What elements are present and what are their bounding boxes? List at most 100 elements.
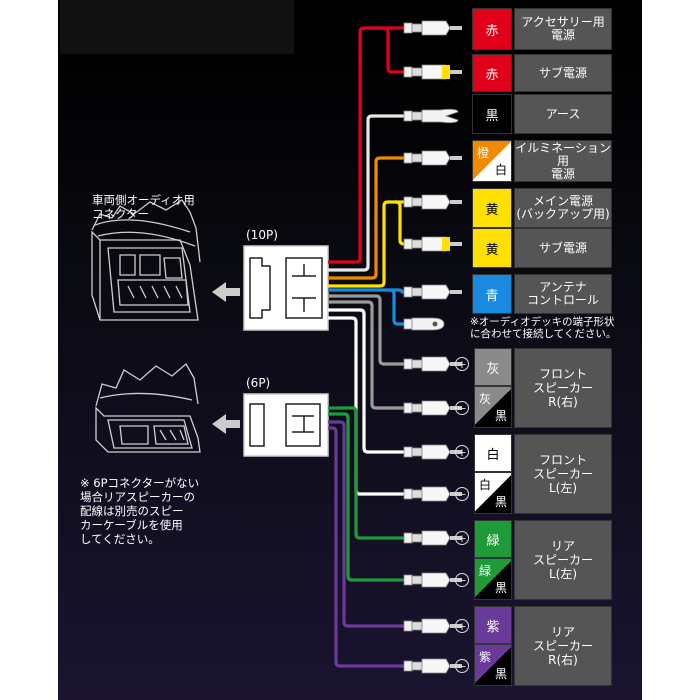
plus-sign-icon: + [455,531,469,545]
color-cell: 赤 [472,8,512,50]
speaker-minus-color-cell: 灰黒 [474,386,512,428]
color-label-2: 黒 [494,495,507,509]
note-6p: ※ 6Pコネクターがない 場合リアスピーカーの 配線は別売のスピー カーケーブル… [80,476,200,546]
wire-red-acc [328,26,404,264]
wire-blue-antenna [328,288,404,294]
svg-text:−: − [457,402,466,415]
antenna-ring-terminal-icon [403,317,445,331]
speaker-terminal-2 [403,444,462,460]
color-cell: 黄 [472,188,512,228]
arrow-6p-icon [212,414,240,434]
connector-10p-label: (10P) [246,228,278,242]
wire-yellow-sub [395,200,405,246]
function-cell: アクセサリー用 電源 [514,8,612,50]
wire-white-fl-minus [328,316,404,496]
header-dark-rect [60,0,294,54]
speaker-plus-color-cell: 紫 [474,606,512,644]
table-row-5: 黄サブ電源 [472,228,612,268]
speaker-terminal-5 [403,572,462,588]
svg-text:−: − [457,488,466,501]
plus-sign-icon: + [455,357,469,371]
wire-purple-rr-minus [328,426,404,668]
wire-green-rl-minus [328,412,404,582]
vehicle-connector-6p-drawing [95,362,201,453]
speaker-terminal-7 [403,658,462,674]
wire-blue-antenna-b [389,288,404,326]
wire-gray-fr-minus [328,300,404,410]
svg-text:−: − [457,660,466,673]
speaker-plus-color-cell: 緑 [474,520,512,558]
speaker-name-cell: リア スピーカー R(右) [514,606,612,686]
table-row-6: 青アンテナ コントロール [472,274,612,314]
color-cell: 青 [472,274,512,314]
color-cell: 黄 [472,228,512,268]
color-label: 灰 [479,392,492,406]
terminal-yellow-sub [403,236,462,252]
terminal-main [403,194,462,210]
speaker-terminal-4 [403,530,462,546]
table-row-0: 赤アクセサリー用 電源 [472,8,612,50]
function-cell: メイン電源 (バックアップ用) [514,188,612,228]
table-row-1: 赤サブ電源 [472,54,612,92]
speaker-terminal-1 [403,400,462,416]
color-label: 紫 [479,650,492,664]
terminal-antenna [403,284,462,300]
connector-6p-label: (6P) [246,376,271,390]
minus-sign-icon: − [455,573,469,587]
wire-black-ground [328,114,404,272]
color-label-2: 黒 [494,409,507,423]
plus-sign-icon: + [455,445,469,459]
arrow-10p-icon [212,282,240,302]
speaker-terminal-0 [403,356,462,372]
color-label: 橙 [477,146,490,160]
wire-white-fl-plus [328,308,404,454]
terminal-illum [403,150,462,166]
function-cell: アース [514,94,612,134]
color-label-2: 黒 [494,667,507,681]
wire-orange-illum [328,156,404,280]
minus-sign-icon: − [455,659,469,673]
function-cell: サブ電源 [514,228,612,268]
color-label-2: 黒 [494,581,507,595]
svg-text:+: + [457,620,466,633]
wire-green-rl-plus [328,406,404,540]
function-cell: サブ電源 [514,54,612,92]
table-row-2: 黒アース [472,94,612,134]
terminal-red-sub [403,64,462,80]
wire-yellow-main [328,200,404,288]
function-cell: イルミネーション用 電源 [514,140,612,182]
speaker-name-cell: フロント スピーカー L(左) [514,434,612,514]
speaker-minus-color-cell: 紫黒 [474,644,512,686]
wire-purple-rr-plus [328,420,404,628]
speaker-minus-color-cell: 白黒 [474,472,512,514]
speaker-terminal-3 [403,486,462,502]
svg-text:+: + [457,532,466,545]
ground-fork-terminal-icon [403,108,459,124]
wire-red-sub [383,26,404,74]
table-row-4: 黄メイン電源 (バックアップ用) [472,188,612,228]
speaker-minus-color-cell: 緑黒 [474,558,512,600]
color-label-2: 白 [494,163,507,177]
speaker-plus-color-cell: 白 [474,434,512,472]
plus-sign-icon: + [455,619,469,633]
vehicle-connector-10p-drawing [91,199,201,321]
color-cell: 橙白 [472,140,512,182]
speaker-name-cell: リア スピーカー L(左) [514,520,612,600]
note-antenna: ※オーディオデッキの端子形状 に合わせて接続してください。 [470,316,617,340]
minus-sign-icon: − [455,401,469,415]
color-cell: 赤 [472,54,512,92]
terminal-acc [403,20,462,36]
vehicle-connector-label: 車両側オーディオ用 コネクター [92,193,195,221]
speaker-plus-color-cell: 灰 [474,348,512,386]
function-cell: アンテナ コントロール [514,274,612,314]
svg-text:+: + [457,358,466,371]
speaker-terminal-6 [403,618,462,634]
color-label: 白 [479,478,492,492]
svg-text:+: + [457,446,466,459]
speaker-name-cell: フロント スピーカー R(右) [514,348,612,428]
color-label: 緑 [479,564,492,578]
color-cell: 黒 [472,94,512,134]
svg-text:−: − [457,574,466,587]
